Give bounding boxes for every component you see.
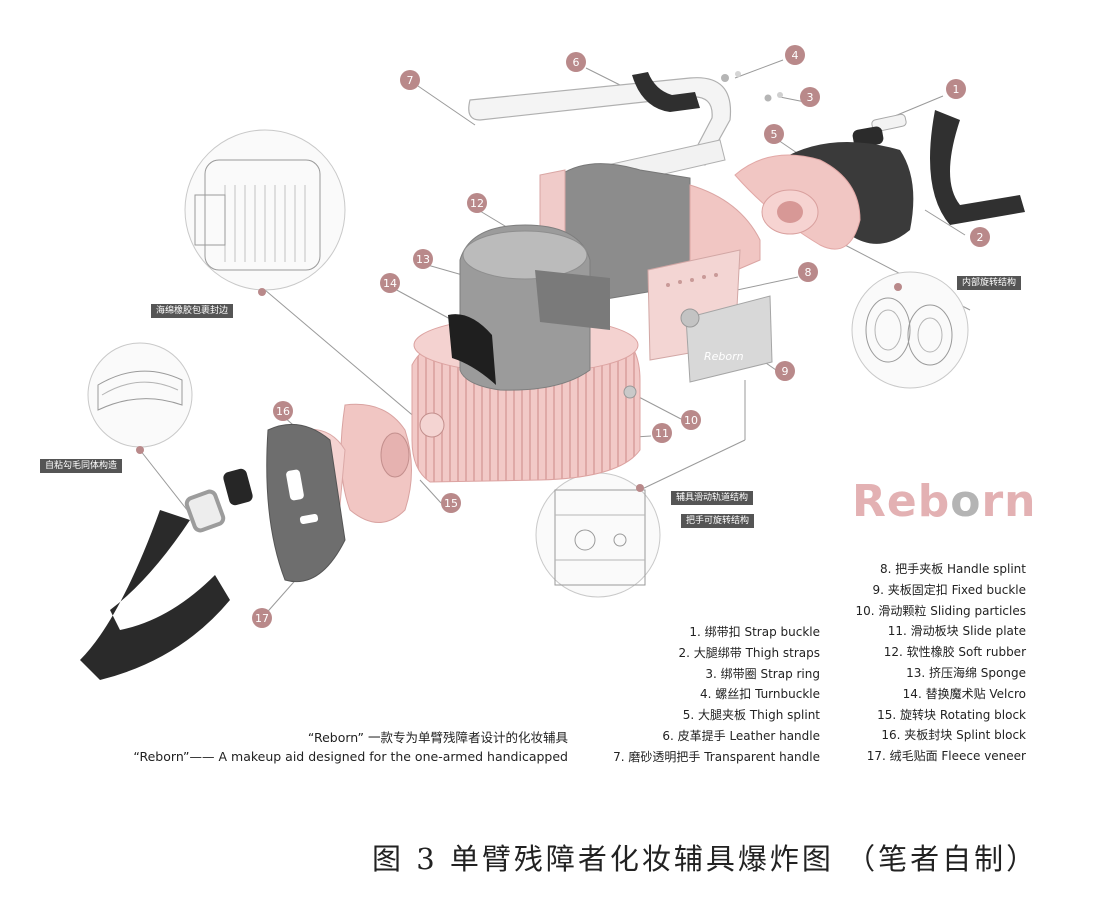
svg-text:3: 3 [807, 91, 814, 104]
callout-14: 14 [380, 273, 400, 293]
part-item: 15. 旋转块 Rotating block [877, 707, 1026, 722]
part-item: 4. 螺丝扣 Turnbuckle [699, 687, 820, 702]
part-item: 3. 绑带圈 Strap ring [705, 666, 820, 681]
sponge-top [462, 230, 588, 280]
callout-15: 15 [441, 493, 461, 513]
leather-handle [632, 72, 700, 112]
velcro [448, 314, 496, 385]
rotating-disc-right [761, 189, 819, 235]
svg-text:10: 10 [684, 414, 698, 427]
figure-caption: 图 3 单臂残障者化妆辅具爆炸图 （笔者自制） [372, 842, 1039, 876]
part-item: 17. 绒毛贴面 Fleece veneer [866, 749, 1026, 764]
svg-text:17: 17 [255, 612, 269, 625]
svg-text:4: 4 [792, 49, 799, 62]
detail-circle-internal-rotation [851, 271, 969, 389]
callout-13: 13 [413, 249, 433, 269]
callout-3: 3 [800, 87, 820, 107]
tag-sponge-edge: 海绵橡胶包裹封边 [151, 304, 234, 318]
splint-dots [666, 273, 718, 287]
svg-text:14: 14 [383, 277, 397, 290]
fixed-buckle-knob [680, 308, 700, 328]
parts-legend-right: 8. 把手夹板 Handle splint 9. 夹板固定扣 Fixed buc… [856, 559, 1027, 767]
svg-text:1: 1 [953, 83, 960, 96]
svg-text:5: 5 [771, 128, 778, 141]
part-item: 14. 替换魔术贴 Velcro [902, 686, 1026, 701]
callout-5: 5 [764, 124, 784, 144]
svg-text:15: 15 [444, 497, 458, 510]
svg-text:2: 2 [977, 231, 984, 244]
callout-8: 8 [798, 262, 818, 282]
callout-12: 12 [467, 193, 487, 213]
tag-velcro-fleece: 自粘勾毛同体构造 [40, 459, 123, 473]
part-item: 1. 绑带扣 Strap buckle [689, 625, 820, 639]
svg-text:9: 9 [782, 365, 789, 378]
device-logo: Reborn [704, 350, 744, 363]
strap-buckle [871, 113, 907, 133]
svg-text:6: 6 [573, 56, 580, 69]
fleece-slots [286, 469, 319, 525]
detail-circle-velcro [87, 342, 193, 448]
detail-circle-sponge-edge [184, 129, 346, 291]
callout-11: 11 [652, 423, 672, 443]
detail-circle-slide-rail [535, 472, 661, 598]
brand-wordmark: Reborn [852, 476, 1037, 527]
callout-17: 17 [252, 608, 272, 628]
callout-7: 7 [400, 70, 420, 90]
callout-markers: 1 2 3 4 5 6 7 8 9 10 11 12 13 14 15 16 1… [252, 45, 990, 628]
svg-text:13: 13 [416, 253, 430, 266]
sponge-slot [535, 270, 610, 330]
caption-chinese: “Reborn” 一款专为单臂残障者设计的化妆辅具 [307, 730, 568, 745]
detail-anchor-dots [136, 283, 902, 492]
thigh-strap-right [930, 110, 1025, 225]
strap-ring-left [223, 468, 253, 506]
part-item: 12. 软性橡胶 Soft rubber [883, 645, 1026, 660]
strap-ring [852, 126, 884, 148]
tag-slide-rail: 辅具滑动轨道结构 [671, 491, 754, 505]
part-item: 2. 大腿绑带 Thigh straps [678, 645, 821, 660]
callout-16: 16 [273, 401, 293, 421]
svg-text:11: 11 [655, 427, 669, 440]
callout-6: 6 [566, 52, 586, 72]
tag-internal-rotation: 内部旋转结构 [957, 276, 1022, 290]
part-item: 11. 滑动板块 Slide plate [887, 624, 1026, 639]
turnbuckle [721, 71, 783, 102]
part-item: 13. 挤压海绵 Sponge [906, 665, 1026, 680]
rotating-block-disc [380, 432, 410, 478]
svg-text:7: 7 [407, 74, 414, 87]
tag-handle-rotation: 把手可旋转结构 [681, 514, 755, 528]
svg-text:8: 8 [805, 266, 812, 279]
callout-4: 4 [785, 45, 805, 65]
parts-legend-left: 1. 绑带扣 Strap buckle 2. 大腿绑带 Thigh straps… [613, 622, 820, 768]
cylinder-port [419, 412, 445, 438]
part-item: 7. 磨砂透明把手 Transparent handle [613, 749, 820, 764]
caption-english: “Reborn”—— A makeup aid designed for the… [133, 749, 568, 764]
svg-text:16: 16 [276, 405, 290, 418]
part-item: 10. 滑动颗粒 Sliding particles [855, 603, 1027, 618]
part-item: 9. 夹板固定扣 Fixed buckle [872, 582, 1026, 597]
sliding-particle [623, 385, 637, 399]
fixed-buckle [685, 295, 773, 383]
callout-2: 2 [970, 227, 990, 247]
part-item: 8. 把手夹板 Handle splint [879, 562, 1026, 576]
part-item: 16. 夹板封块 Splint block [881, 728, 1026, 743]
callout-9: 9 [775, 361, 795, 381]
strap-buckle-left [184, 489, 226, 533]
thigh-strap-left [80, 510, 230, 680]
svg-text:12: 12 [470, 197, 484, 210]
callout-1: 1 [946, 79, 966, 99]
callout-10: 10 [681, 410, 701, 430]
fleece-veneer [266, 423, 346, 583]
part-item: 6. 皮革提手 Leather handle [662, 728, 820, 743]
part-item: 5. 大腿夹板 Thigh splint [682, 708, 820, 723]
